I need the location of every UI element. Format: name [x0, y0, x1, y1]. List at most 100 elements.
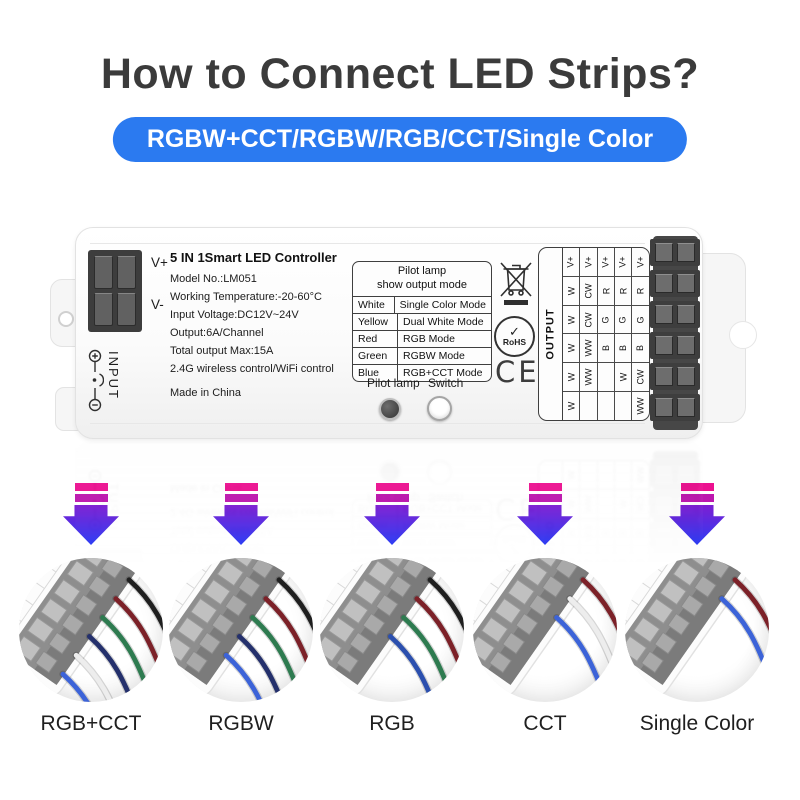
output-terminal-clamp: [677, 367, 695, 386]
connector-photo-svg: [19, 558, 163, 702]
down-arrow-icon: [517, 483, 573, 545]
output-grid-cell: W: [615, 363, 631, 392]
output-grid-cell: W: [563, 334, 579, 363]
switch-button: [427, 396, 452, 421]
output-grid-cell: CW: [580, 305, 597, 334]
input-terminal-clamp: [117, 256, 136, 289]
spec-line: 2.4G wireless control/WiFi control: [170, 363, 334, 375]
output-terminal: [650, 270, 700, 297]
output-grid-cell: V+: [580, 248, 597, 276]
output-grid-cell: W: [563, 305, 579, 334]
output-grid-cell: [598, 392, 614, 420]
input-vminus-label: V-: [151, 297, 164, 312]
arrow-head: [63, 505, 119, 545]
enclosure-seam-top: [90, 243, 645, 244]
mounting-notch-right: [729, 321, 757, 349]
output-terminal-clamp: [655, 274, 673, 293]
output-grid-cell: V+: [598, 248, 614, 276]
weee-crossed-out-bin-icon: [500, 262, 532, 305]
output-grid-cell: WW: [580, 334, 597, 363]
pilot-mode-cell: RGB+CCT Mode: [403, 366, 483, 379]
output-terminal-clamp: [677, 336, 695, 355]
output-label: OUTPUT: [544, 308, 557, 360]
arrow-bar: [528, 483, 562, 491]
connection-photo: [19, 558, 163, 702]
output-terminal-clamp: [655, 305, 673, 324]
connection-column-single-color: Single Color: [625, 483, 769, 736]
output-grid-cell: WW: [580, 363, 597, 392]
pilot-mode-cell: RGB Mode: [403, 332, 455, 345]
pilot-mode-cell: Single Color Mode: [399, 298, 486, 311]
spec-line: Output:6A/Channel: [170, 327, 264, 339]
input-label: INPUT: [106, 351, 121, 400]
arrow-bar: [224, 494, 258, 502]
pilot-color-cell: Yellow: [353, 313, 398, 330]
made-in-label: Made in China: [170, 387, 241, 399]
spec-line: Working Temperature:-20-60°C: [170, 291, 322, 303]
pilot-color-cell: Green: [353, 347, 398, 364]
output-grid-cell: WW: [632, 392, 649, 420]
output-terminal-clamp: [655, 336, 673, 355]
input-terminal-clamp: [117, 293, 136, 326]
connection-label: RGBW: [208, 712, 274, 735]
connection-label: RGB: [369, 712, 415, 735]
device-info: 5 IN 1Smart LED Controller Model No.:LM0…: [170, 250, 355, 399]
down-arrow-icon: [213, 483, 269, 545]
arrow-bar: [375, 494, 409, 502]
output-grid-cell: CW: [580, 276, 597, 305]
connector-photo-svg: [169, 558, 313, 702]
pilot-color-cell: White: [353, 296, 395, 313]
connector-photo-svg: [320, 558, 464, 702]
arrow-head: [517, 505, 573, 545]
output-grid-cell: [615, 392, 631, 420]
output-terminal: [650, 239, 700, 266]
output-terminal: [650, 301, 700, 328]
arrow-bar: [528, 494, 562, 502]
arrow-head: [364, 505, 420, 545]
output-terminal-clamp: [655, 398, 673, 417]
spec-line: Input Voltage:DC12V~24V: [170, 309, 299, 321]
input-vplus-label: V+: [151, 255, 168, 270]
arrow-head: [669, 505, 725, 545]
dc-polarity-icon: [88, 349, 104, 412]
ce-mark: CE: [495, 355, 540, 389]
output-terminal-clamp: [677, 398, 695, 417]
connection-photo: [169, 558, 313, 702]
pilot-lamp-led: [379, 398, 401, 420]
pilot-color-cell: Red: [353, 330, 398, 347]
connection-photo: [320, 558, 464, 702]
arrow-bar: [74, 483, 108, 491]
connector-photo-svg: [625, 558, 769, 697]
connection-photo: [625, 558, 769, 702]
enclosure-seam-bottom: [90, 423, 645, 424]
output-terminal-blocks: [650, 239, 700, 421]
mounting-hole-left: [58, 311, 74, 327]
input-terminal-block: [88, 250, 142, 332]
arrow-head: [213, 505, 269, 545]
output-grid-cell: G: [615, 305, 631, 334]
connection-label: CCT: [523, 712, 567, 735]
arrow-bar: [375, 483, 409, 491]
arrow-bar: [680, 483, 714, 491]
output-grid-cell: V+: [632, 248, 649, 276]
output-grid-cell: B: [598, 334, 614, 363]
arrow-bar: [680, 494, 714, 502]
output-grid-cell: W: [563, 392, 579, 420]
output-terminal-clamp: [677, 305, 695, 324]
output-table-title: OUTPUT: [539, 248, 563, 420]
output-grid-cell: G: [598, 305, 614, 334]
output-grid-cell: W: [563, 363, 579, 392]
output-grid-cell: V+: [563, 248, 579, 276]
check-icon: ✓: [509, 324, 520, 339]
pilot-mode-cell: Dual White Mode: [403, 315, 484, 328]
output-terminal: [650, 332, 700, 359]
output-terminal-clamp: [655, 243, 673, 262]
connection-column-rgb: RGB: [320, 483, 464, 736]
connection-column-rgbw: RGBW: [169, 483, 313, 736]
